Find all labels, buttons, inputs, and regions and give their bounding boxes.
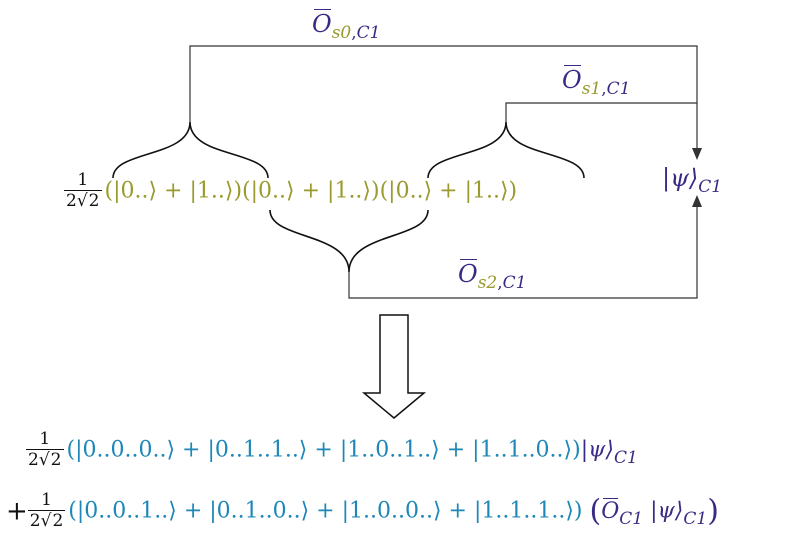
oracle-s2-connector — [348, 205, 698, 299]
prefactor-denominator: 2√2 — [29, 509, 64, 531]
oracle-sub: C1 — [619, 508, 644, 529]
oracle-label-s2: Os2,C1 — [458, 259, 526, 292]
ket-psi: |ψ⟩ — [580, 437, 614, 463]
oracle-sub-c: C1 — [356, 23, 381, 43]
ket-psi: |ψ⟩ — [650, 498, 684, 524]
plus-sign: + — [6, 496, 28, 527]
oracle-symbol: O — [458, 259, 478, 288]
oracle-s1-connector — [505, 102, 697, 122]
result-terms: (|0..0..1..⟩ + |0..1..0..⟩ + |1..0..0..⟩… — [68, 498, 583, 524]
prefactor-denominator: 2√2 — [66, 189, 100, 211]
oracle-symbol: O — [312, 9, 332, 38]
oracle-sub-sep: , — [497, 273, 503, 293]
brace-over-factor-3 — [427, 121, 585, 179]
ket-sub: C1 — [613, 447, 638, 468]
ket-sub: C1 — [683, 508, 708, 529]
arrowhead-down — [692, 148, 702, 160]
prefactor-numerator: 1 — [27, 491, 66, 511]
ket-sub: C1 — [698, 177, 723, 197]
oracle-s0-connector — [189, 45, 698, 150]
prefactor-denominator: 2√2 — [28, 448, 62, 470]
ket-psi: |ψ⟩ — [662, 164, 699, 192]
oracle-label-s0: Os0,C1 — [312, 9, 380, 42]
oracle-label-s1: Os1,C1 — [562, 65, 630, 98]
oracle-sub-c: C1 — [502, 273, 527, 293]
arrowhead-up — [692, 195, 702, 207]
factor-3: (|0..⟩ + |1..⟩) — [379, 178, 518, 204]
prefactor-numerator: 1 — [64, 171, 102, 191]
target-ket: |ψ⟩C1 — [662, 164, 722, 196]
oracle-sub-s: s1 — [581, 79, 602, 99]
oracle-sub-s: s0 — [331, 23, 352, 43]
result-terms: (|0..0..0..⟩ + |0..1..1..⟩ + |1..0..1..⟩… — [66, 437, 581, 463]
close-paren: ) — [707, 493, 719, 529]
factor-2: (|0..⟩ + |1..⟩) — [242, 178, 380, 204]
oracle-sub-s: s2 — [477, 273, 498, 293]
factor-1: (|0..⟩ + |1..⟩) — [104, 178, 243, 204]
open-paren: ( — [589, 493, 602, 529]
brace-under-factors-1-2 — [269, 209, 429, 273]
brace-over-factor-1 — [112, 121, 269, 179]
oracle-sub-sep: , — [601, 79, 607, 99]
oracle-symbol: O — [601, 497, 620, 524]
hollow-down-arrow — [361, 314, 427, 419]
prefactor-numerator: 1 — [26, 430, 64, 450]
oracle-symbol: O — [562, 65, 582, 94]
oracle-sub-c: C1 — [606, 79, 631, 99]
oracle-sub-sep: , — [351, 23, 357, 43]
